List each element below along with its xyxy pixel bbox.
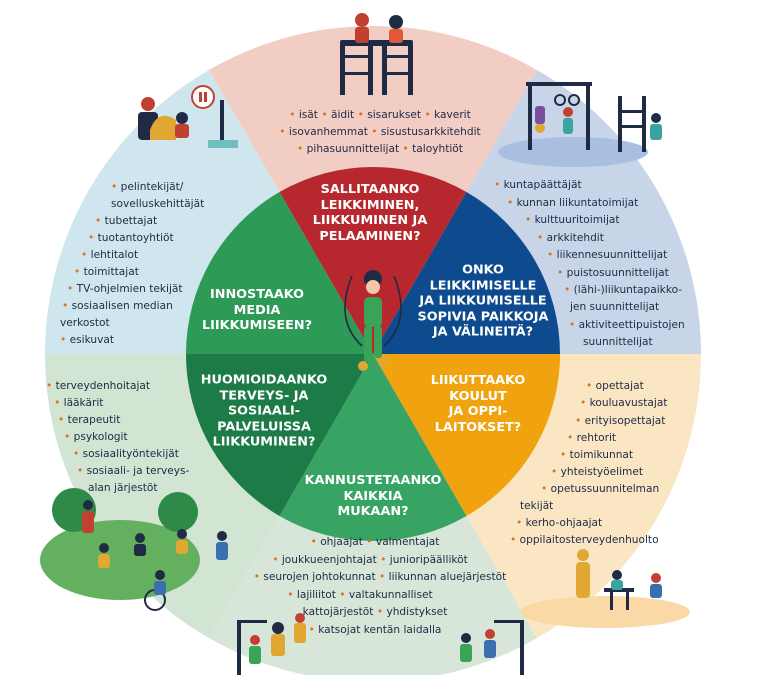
question-line: LAITOKSET? [434,419,522,435]
inner-sector-places [373,192,560,354]
question-line: LEIKKIMINEN, [320,197,420,213]
climbing-frame-illustration [340,13,413,95]
question-line: KAIKKIA [343,488,403,504]
inner-sector-health [185,354,373,516]
question-line: KANNUSTETAANKO [304,472,442,488]
question-line: SOPIVIA PAIKKOJA [417,308,549,324]
center-jump-rope-girl-illustration [344,270,402,371]
question-line: JA VÄLINEITÄ? [432,324,534,340]
outdoor-group-illustration [40,488,228,611]
question-line: INNOSTAAKO [209,286,305,302]
question-line: ONKO [462,262,504,278]
playground-gym-illustration [498,82,662,167]
question-line: MEDIA [233,302,281,318]
question-line: PELAAMINEN? [319,228,421,244]
question-line: MUKAAN? [337,503,409,519]
question-line: LIIKKUMINEN? [212,434,316,450]
question-line: SOSIAALI- [227,403,301,419]
question-line: JA OPPI- [448,404,508,419]
question-line: JA LIIKKUMISELLE [419,293,547,309]
question-line: LIIKKUMINEN JA [312,213,428,228]
question-line: SALLITAANKO [320,182,420,197]
list-sports: • ohjaajat • valmentajat • joukkueenjoht… [253,536,507,636]
question-line: LIIKUTTAAKO [430,373,526,388]
inner-sector-play-allowed [279,166,467,354]
question-line: TERVEYS- JA [219,387,309,403]
question-line: KOULUT [449,388,507,404]
inner-sector-encourage [279,354,467,542]
tv-gaming-illustration [138,85,238,148]
inner-ring [185,166,560,542]
sports-field-illustration [237,613,524,675]
classroom-illustration [520,549,690,628]
inner-sector-schools [373,354,560,516]
list-family: • isät • äidit • sisarukset • kaverit • … [279,109,481,155]
question-line: LEIKKIMISELLE [429,277,537,293]
question-line: PALVELUISSA [217,418,311,434]
question-line: HUOMIOIDAANKO [200,372,328,388]
inner-sector-media [186,192,373,354]
question-line: LIIKKUMISEEN? [201,317,313,333]
